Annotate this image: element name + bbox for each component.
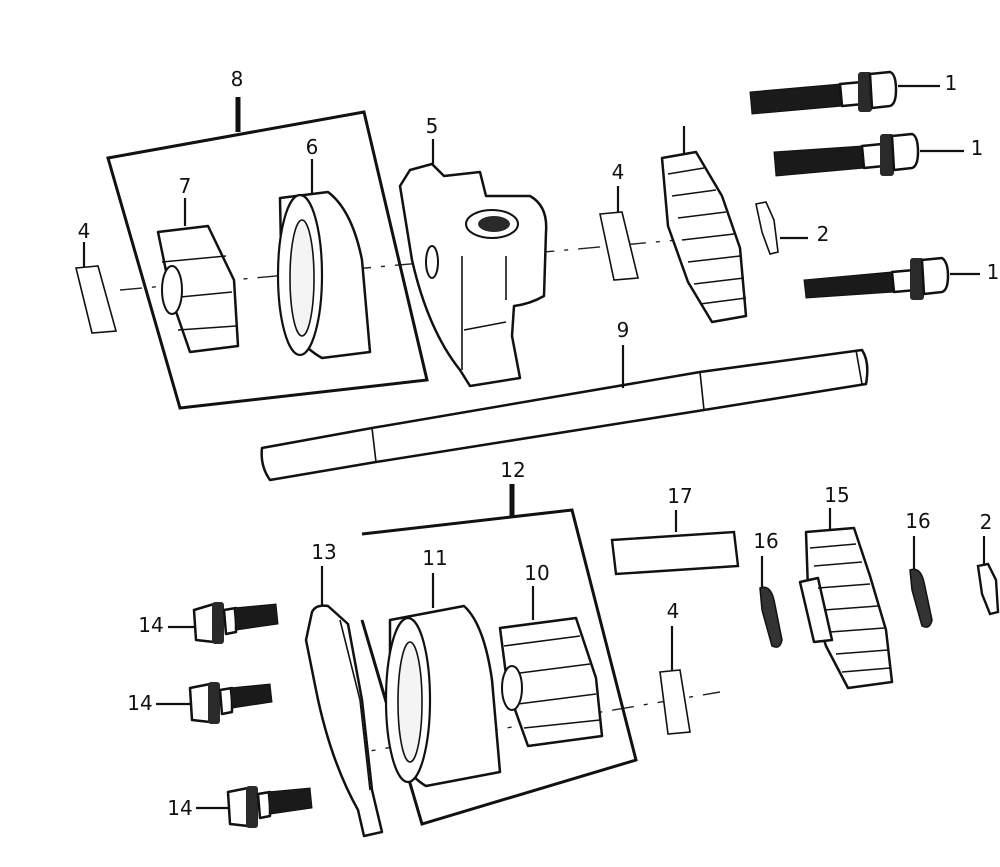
spacer-sleeve-lower <box>659 626 691 735</box>
callout-8: 8 <box>230 67 244 91</box>
flange-bolt-14c <box>196 786 313 828</box>
retaining-clip-lower <box>976 536 1000 616</box>
callout-12: 12 <box>500 458 526 482</box>
retaining-clip-upper <box>755 201 808 255</box>
callout-11: 11 <box>422 546 448 570</box>
rotor-set-frame-8 <box>106 97 429 410</box>
outer-rotor-lower <box>384 573 502 788</box>
flange-bolt-1a <box>749 70 940 115</box>
callout-6: 6 <box>305 135 319 159</box>
callout-4: 4 <box>77 219 91 243</box>
washer-right <box>909 536 933 628</box>
callout-2: 2 <box>979 510 993 534</box>
callout-13: 13 <box>311 540 337 564</box>
drive-gear <box>798 508 894 690</box>
callout-9: 9 <box>616 318 630 342</box>
callout-4: 4 <box>666 599 680 623</box>
callout-2: 2 <box>816 222 830 246</box>
flange-bolt-1c <box>803 256 980 300</box>
callout-16: 16 <box>753 529 779 553</box>
pin <box>610 510 740 576</box>
washer-left <box>759 556 783 648</box>
callout-14: 14 <box>138 613 164 637</box>
callout-1: 1 <box>944 71 958 95</box>
flange-bolt-14b <box>156 682 273 724</box>
callout-10: 10 <box>524 561 550 585</box>
callout-16: 16 <box>905 509 931 533</box>
pump-cover <box>304 566 384 838</box>
pump-housing <box>398 139 548 388</box>
callout-15: 15 <box>824 483 850 507</box>
callout-4: 4 <box>611 160 625 184</box>
spacer-sleeve-middle <box>599 186 639 281</box>
driven-gear-upper <box>660 126 748 324</box>
callout-17: 17 <box>667 484 693 508</box>
inner-rotor-upper <box>156 198 240 354</box>
pump-shaft <box>260 345 869 482</box>
callout-7: 7 <box>178 174 192 198</box>
callout-5: 5 <box>425 114 439 138</box>
callout-14: 14 <box>127 691 153 715</box>
callout-1: 1 <box>986 260 1000 284</box>
outer-rotor-upper <box>276 159 372 360</box>
callout-14: 14 <box>167 796 193 820</box>
callout-1: 1 <box>970 136 984 160</box>
spacer-sleeve-left <box>75 242 118 334</box>
flange-bolt-1b <box>773 132 964 177</box>
inner-rotor-lower <box>498 586 604 748</box>
flange-bolt-14a <box>168 602 279 644</box>
